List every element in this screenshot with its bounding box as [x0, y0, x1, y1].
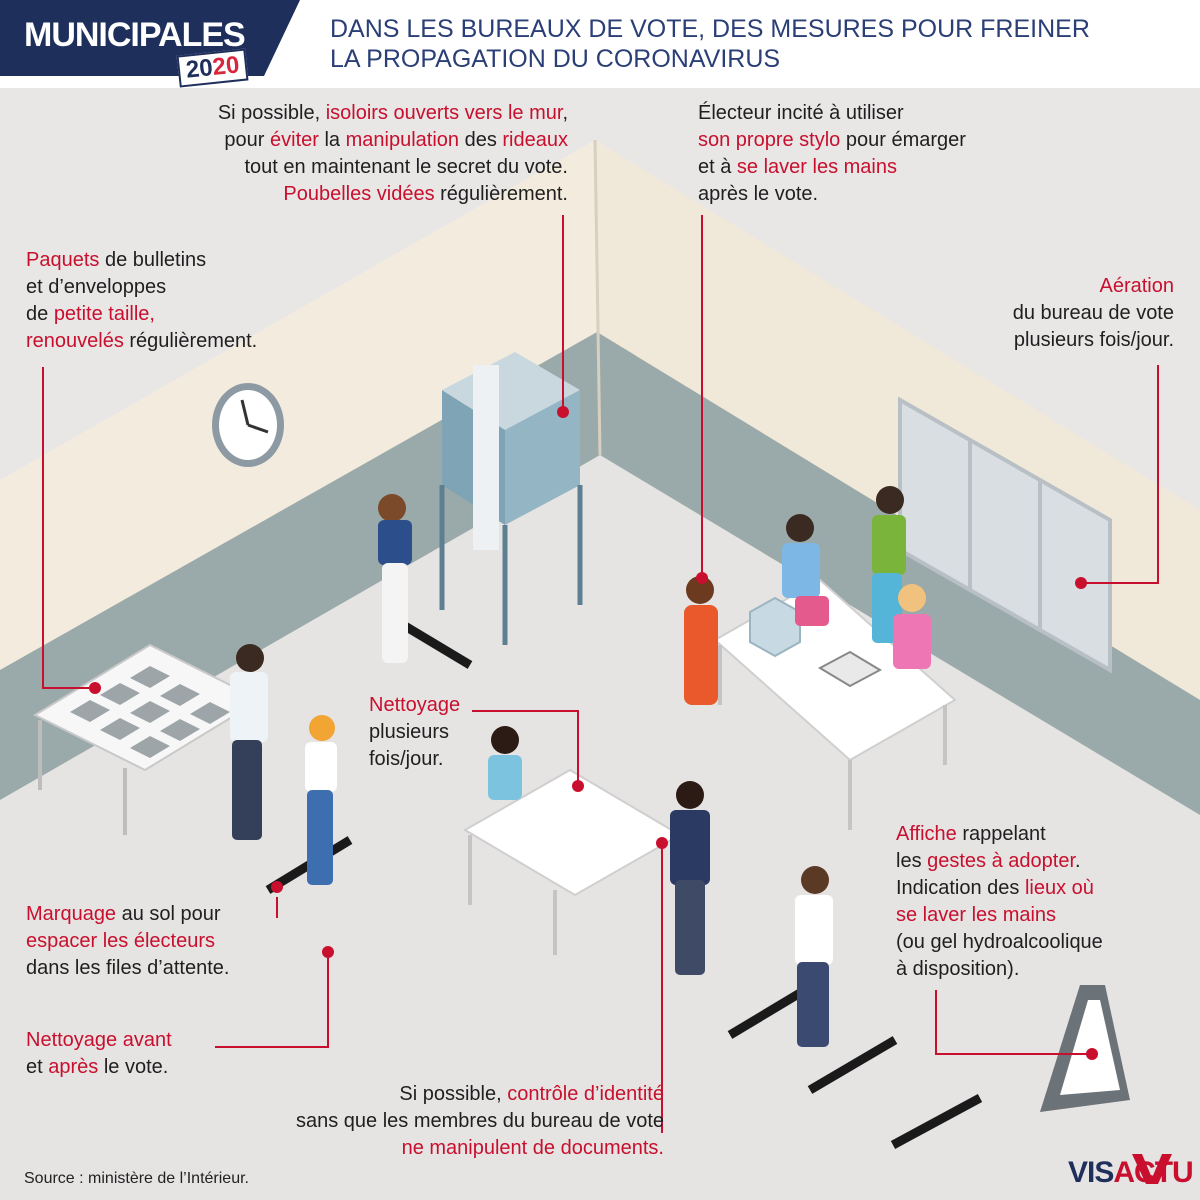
note-isoloirs: Si possible, isoloirs ouverts vers le mu… — [217, 102, 568, 205]
register-book — [817, 650, 883, 688]
brand-logo: VISACTU — [1068, 1156, 1194, 1189]
note-nettoyage-table: Nettoyage plusieurs fois/jour. — [369, 694, 461, 770]
note-aeration: Aération du bureau de vote plusieurs foi… — [1012, 275, 1174, 351]
callout-dots — [89, 406, 1098, 1060]
people — [230, 486, 931, 1047]
headline-line-2: LA PROPAGATION DU CORONAVIRUS — [330, 45, 781, 73]
wall-clock-icon — [212, 383, 284, 467]
headline-line-1: DANS LES BUREAUX DE VOTE, DES MESURES PO… — [330, 15, 1090, 43]
registration-table — [713, 578, 957, 830]
logo-municipales: MUNICIPALES — [24, 16, 246, 54]
note-stylo: Électeur incité à utiliser son propre st… — [698, 102, 966, 205]
source-note: Source : ministère de l’Intérieur. — [24, 1170, 249, 1187]
note-nettoyage-vote: Nettoyage avant et après le vote. — [26, 1029, 172, 1078]
note-marquage: Marquage au sol pour espacer les électeu… — [26, 903, 230, 979]
note-affiche: Affiche rappelant les gestes à adopter. … — [896, 823, 1103, 980]
voting-booth — [439, 352, 583, 645]
header-logo-band — [0, 0, 300, 76]
ballot-box — [749, 596, 801, 658]
callout-lines — [42, 215, 1159, 1133]
note-controle: Si possible, contrôle d’identité sans qu… — [296, 1083, 664, 1159]
headline: DANS LES BUREAUX DE VOTE, DES MESURES PO… — [330, 14, 1190, 74]
brand-mark-icon — [1132, 1154, 1172, 1184]
poster-stand — [1040, 985, 1130, 1112]
note-paquets: Paquets de bulletins et d’enveloppes de … — [26, 249, 258, 352]
